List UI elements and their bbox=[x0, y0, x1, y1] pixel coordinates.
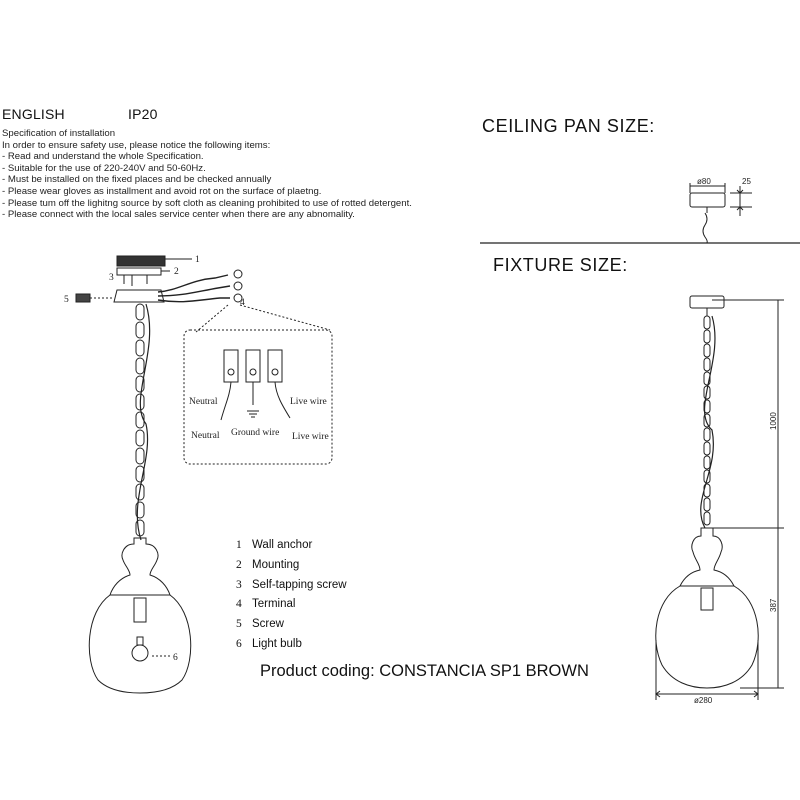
ceiling-pan-size-title: CEILING PAN SIZE: bbox=[482, 116, 655, 136]
wire-label-ground: Ground wire bbox=[231, 428, 279, 438]
ip-rating-label: IP20 bbox=[128, 106, 158, 122]
wire-label-neutral-top: Neutral bbox=[189, 397, 218, 407]
body-height-dimension: 387 bbox=[769, 598, 778, 612]
fixture-diagram bbox=[655, 295, 784, 700]
wire-label-neutral-bottom: Neutral bbox=[191, 431, 220, 441]
fixture-diameter-dimension: ø280 bbox=[694, 696, 713, 705]
spec-line: - Please connect with the local sales se… bbox=[2, 209, 355, 221]
callout-3: 3 bbox=[109, 273, 114, 283]
language-label: ENGLISH bbox=[2, 106, 65, 122]
ceiling-diameter-dimension: ø80 bbox=[697, 177, 711, 186]
spec-title: Specification of installation bbox=[2, 128, 116, 139]
callout-5: 5 bbox=[64, 295, 69, 305]
wire-label-live-top: Live wire bbox=[290, 397, 327, 407]
installation-exploded-view bbox=[75, 255, 333, 694]
spec-line: - Please tum off the lighitng source by … bbox=[2, 197, 412, 209]
callout-6: 6 bbox=[173, 653, 178, 663]
spec-line: - Must be installed on the fixed places … bbox=[2, 174, 272, 186]
wire-label-live-bottom: Live wire bbox=[292, 432, 329, 442]
specification-block: Specification of installation In order t… bbox=[2, 128, 412, 221]
spec-line: In order to ensure safety use, please no… bbox=[2, 139, 271, 151]
fixture-size-title: FIXTURE SIZE: bbox=[493, 255, 628, 275]
spec-line: - Read and understand the whole Specific… bbox=[2, 151, 204, 163]
spec-line: - Please wear gloves as installment and … bbox=[2, 185, 322, 197]
ceiling-pan-diagram bbox=[480, 183, 800, 244]
callout-1: 1 bbox=[195, 255, 200, 265]
callout-2: 2 bbox=[174, 267, 179, 277]
chain-length-dimension: 1000 bbox=[769, 412, 778, 430]
callout-4: 4 bbox=[240, 298, 245, 308]
spec-line: - Suitable for the use of 220-240V and 5… bbox=[2, 162, 206, 174]
ceiling-height-dimension: 25 bbox=[742, 177, 751, 186]
product-coding: Product coding: CONSTANCIA SP1 BROWN bbox=[260, 662, 589, 680]
